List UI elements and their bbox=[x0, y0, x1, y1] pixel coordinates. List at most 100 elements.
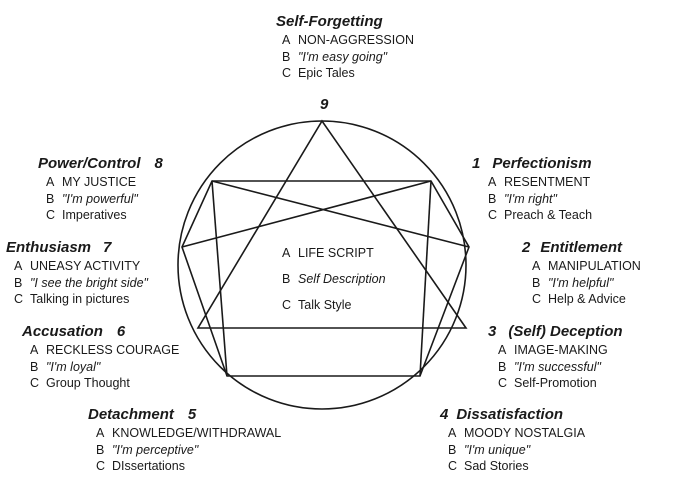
letter-c: C bbox=[488, 208, 498, 222]
letter-c: C bbox=[46, 208, 56, 222]
letter-c: C bbox=[532, 292, 542, 306]
type-3-number: 3 bbox=[488, 323, 497, 340]
type-2-title: Entitlement bbox=[540, 239, 623, 256]
triangle-369 bbox=[196, 119, 468, 329]
type-3-c: Self-Promotion bbox=[514, 376, 597, 390]
letter-b: B bbox=[448, 442, 457, 457]
letter-c: C bbox=[14, 292, 24, 306]
type-9-c: Epic Tales bbox=[298, 66, 355, 80]
type-4-c: Sad Stories bbox=[464, 459, 529, 473]
letter-b: B bbox=[46, 191, 55, 206]
letter-c: C bbox=[282, 66, 292, 80]
line-2-8 bbox=[211, 180, 470, 248]
type-7-title-row: Enthusiasm 7 bbox=[6, 238, 148, 258]
type-3-b: "I'm successful" bbox=[514, 359, 601, 374]
type-6-title: Accusation bbox=[22, 323, 103, 340]
letter-c: C bbox=[282, 298, 292, 312]
type-4-a: MOODY NOSTALGIA bbox=[464, 426, 586, 440]
line-1-7 bbox=[181, 180, 432, 248]
type-8-block: Power/Control 8 A MY JUSTICE B "I'm powerfu… bbox=[38, 154, 163, 224]
type-5-a: KNOWLEDGE/WITHDRAWAL bbox=[112, 426, 282, 440]
type-7-title: Enthusiasm bbox=[6, 239, 92, 256]
type-5-number: 5 bbox=[187, 406, 197, 423]
type-1-title-row: 1 Perfectionism bbox=[472, 154, 592, 174]
letter-a: A bbox=[448, 426, 457, 440]
type-4-title-row: 4 Dissatisfaction bbox=[440, 405, 585, 425]
type-3-title: (Self) Deception bbox=[508, 323, 623, 340]
type-7-block: Enthusiasm 7 A UNEASY ACTIVITY B "I see the… bbox=[6, 238, 148, 308]
type-5-title: Detachment bbox=[88, 406, 174, 423]
type-4-number: 4 bbox=[440, 406, 449, 423]
type-6-a: RECKLESS COURAGE bbox=[46, 343, 180, 357]
type-6-number: 6 bbox=[116, 323, 126, 340]
letter-c: C bbox=[448, 459, 458, 473]
letter-b: B bbox=[532, 275, 541, 290]
type-7-number: 7 bbox=[103, 239, 112, 256]
type-1-number: 1 bbox=[472, 155, 481, 172]
type-6-c: Group Thought bbox=[46, 376, 130, 390]
type-2-title-row: 2 Entitlement bbox=[522, 238, 641, 258]
letter-b: B bbox=[96, 442, 105, 457]
type-5-block: Detachment 5 A KNOWLEDGE/WITHDRAWAL B "I'm … bbox=[88, 405, 281, 475]
type-2-b: "I'm helpful" bbox=[548, 275, 614, 290]
type-1-c: Preach & Teach bbox=[504, 208, 593, 222]
type-5-title-row: Detachment 5 bbox=[88, 405, 281, 425]
letter-c: C bbox=[96, 459, 106, 473]
type-4-title: Dissatisfaction bbox=[456, 406, 564, 423]
letter-a: A bbox=[96, 426, 105, 440]
type-2-number: 2 bbox=[522, 239, 531, 256]
center-a: LIFE SCRIPT bbox=[298, 246, 374, 260]
type-9-number: 9 bbox=[320, 96, 329, 113]
type-7-a: UNEASY ACTIVITY bbox=[30, 259, 141, 273]
letter-b: B bbox=[30, 359, 39, 374]
letter-a: A bbox=[532, 259, 541, 273]
type-2-c: Help & Advice bbox=[548, 292, 626, 306]
type-4-b: "I'm unique" bbox=[464, 442, 531, 457]
type-9-block: Self-Forgetting A NON-AGGRESSION B "I'm ea… bbox=[276, 12, 414, 82]
type-1-title: Perfectionism bbox=[492, 155, 592, 172]
type-8-a: MY JUSTICE bbox=[62, 175, 137, 189]
type-9-b: "I'm easy going" bbox=[298, 49, 388, 64]
type-9-a: NON-AGGRESSION bbox=[298, 33, 414, 47]
letter-a: A bbox=[498, 343, 507, 357]
type-8-c: Imperatives bbox=[62, 208, 127, 222]
letter-a: A bbox=[14, 259, 23, 273]
center-c: Talk Style bbox=[298, 298, 352, 312]
type-3-title-row: 3 (Self) Deception bbox=[488, 322, 623, 342]
type-8-title: Power/Control bbox=[38, 155, 141, 172]
type-6-title-row: Accusation 6 bbox=[22, 322, 179, 342]
type-1-a: RESENTMENT bbox=[504, 175, 591, 189]
line-5-8 bbox=[211, 180, 228, 377]
type-6-b: "I'm loyal" bbox=[46, 359, 101, 374]
type-2-block: 2 Entitlement A MANIPULATION B "I'm helpful… bbox=[522, 238, 641, 308]
letter-a: A bbox=[488, 175, 497, 189]
type-1-b: "I'm right" bbox=[504, 191, 557, 206]
letter-b: B bbox=[282, 49, 291, 64]
line-1-4 bbox=[419, 180, 432, 377]
letter-c: C bbox=[30, 376, 40, 390]
letter-a: A bbox=[46, 175, 55, 189]
type-5-c: DIssertations bbox=[112, 459, 185, 473]
type-7-b: "I see the bright side" bbox=[30, 275, 148, 290]
type-5-b: "I'm perceptive" bbox=[112, 442, 199, 457]
letter-b: B bbox=[498, 359, 507, 374]
center-b: Self Description bbox=[298, 272, 386, 286]
letter-b: B bbox=[14, 275, 23, 290]
type-6-block: Accusation 6 A RECKLESS COURAGE B "I'm loya… bbox=[22, 322, 179, 392]
type-2-a: MANIPULATION bbox=[548, 259, 641, 273]
type-9-title: Self-Forgetting bbox=[276, 13, 383, 30]
type-7-c: Talking in pictures bbox=[30, 292, 130, 306]
type-8-number: 8 bbox=[154, 155, 163, 172]
type-3-a: IMAGE-MAKING bbox=[514, 343, 608, 357]
letter-a: A bbox=[30, 343, 39, 357]
letter-b: B bbox=[488, 191, 497, 206]
type-3-block: 3 (Self) Deception A IMAGE-MAKING B "I'm su… bbox=[488, 322, 623, 392]
letter-c: C bbox=[498, 376, 508, 390]
type-8-title-row: Power/Control 8 bbox=[38, 154, 163, 174]
letter-a: A bbox=[282, 33, 291, 47]
type-8-b: "I'm powerful" bbox=[62, 191, 138, 206]
letter-b: B bbox=[282, 272, 291, 286]
